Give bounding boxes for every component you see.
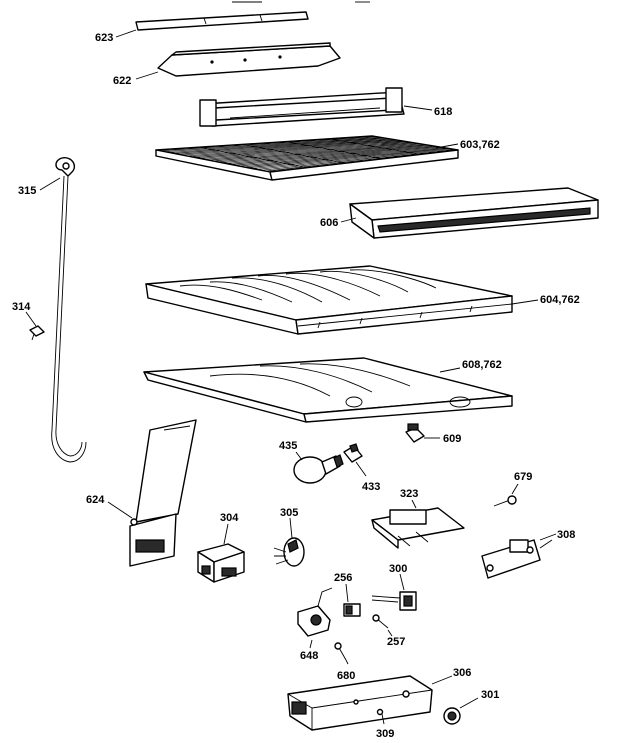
label-680: 680 — [337, 670, 355, 682]
leader-305 — [289, 517, 293, 539]
label-603: 603,762 — [460, 139, 500, 151]
label-308: 308 — [557, 529, 575, 541]
leader-680 — [345, 659, 349, 665]
part-624-bracket — [129, 419, 197, 567]
leader-618 — [403, 105, 433, 111]
part-306-housing — [287, 675, 433, 731]
leader-606 — [340, 217, 357, 223]
part-301-knob — [443, 707, 461, 725]
part-608-tray — [143, 357, 513, 423]
label-435: 435 — [279, 440, 297, 452]
leader-309 — [381, 713, 385, 725]
label-624: 624 — [86, 494, 105, 506]
part-609-clip — [405, 423, 425, 443]
part-648-timer — [297, 587, 333, 637]
part-680-screw — [334, 642, 347, 661]
leader-604 — [511, 299, 539, 305]
part-623-strip — [135, 11, 309, 31]
leader-622 — [135, 71, 159, 80]
label-618: 618 — [434, 106, 452, 118]
label-301: 301 — [481, 689, 499, 701]
label-604: 604,762 — [540, 294, 580, 306]
leader-435 — [295, 451, 303, 461]
label-323: 323 — [400, 488, 418, 500]
label-433: 433 — [362, 481, 380, 493]
part-304-relay — [197, 543, 245, 583]
leader-679 — [511, 483, 519, 495]
leader-257 — [387, 629, 393, 637]
label-300: 300 — [389, 563, 407, 575]
label-648: 648 — [300, 650, 318, 662]
part-604-tray — [145, 265, 513, 335]
leader-306 — [431, 675, 453, 685]
part-433-socket — [343, 443, 363, 463]
leader-323 — [411, 499, 417, 509]
leader-304 — [223, 523, 229, 545]
label-606: 606 — [320, 217, 338, 229]
label-622: 622 — [113, 75, 131, 87]
label-304: 304 — [220, 512, 239, 524]
leader-608 — [439, 367, 461, 373]
part-618-rail — [199, 87, 405, 127]
leader-433 — [355, 461, 367, 477]
part-257-screw — [372, 614, 389, 629]
leader-315 — [39, 177, 61, 191]
leader-300 — [399, 573, 405, 591]
leader-314 — [25, 311, 37, 327]
part-435-bulb — [293, 454, 344, 484]
label-623: 623 — [95, 32, 113, 44]
label-306: 306 — [453, 667, 471, 679]
part-603-wire-shelf — [155, 135, 459, 181]
part-256-switch — [343, 603, 361, 617]
leader-648 — [309, 639, 313, 649]
part-305-overload — [273, 537, 305, 567]
label-256: 256 — [334, 572, 352, 584]
leader-301 — [459, 697, 479, 709]
part-308-plate — [481, 539, 553, 579]
label-305: 305 — [280, 507, 298, 519]
part-315-tube — [51, 157, 87, 463]
label-309: 309 — [376, 728, 394, 740]
part-300-thermostat — [371, 591, 417, 611]
part-314-clip — [29, 325, 45, 341]
label-608: 608,762 — [462, 359, 502, 371]
label-679: 679 — [514, 471, 532, 483]
label-314: 314 — [12, 301, 31, 313]
part-622-plate — [157, 42, 341, 77]
part-679-screw — [493, 495, 517, 507]
part-323-bracket — [371, 507, 465, 549]
leader-308 — [539, 533, 557, 541]
label-609: 609 — [443, 433, 461, 445]
label-315: 315 — [18, 185, 36, 197]
leader-256 — [345, 583, 349, 603]
label-257: 257 — [387, 636, 405, 648]
leader-623 — [115, 29, 137, 38]
part-606-cover — [349, 187, 599, 239]
leader-603 — [435, 143, 459, 149]
leader-624 — [107, 501, 133, 519]
